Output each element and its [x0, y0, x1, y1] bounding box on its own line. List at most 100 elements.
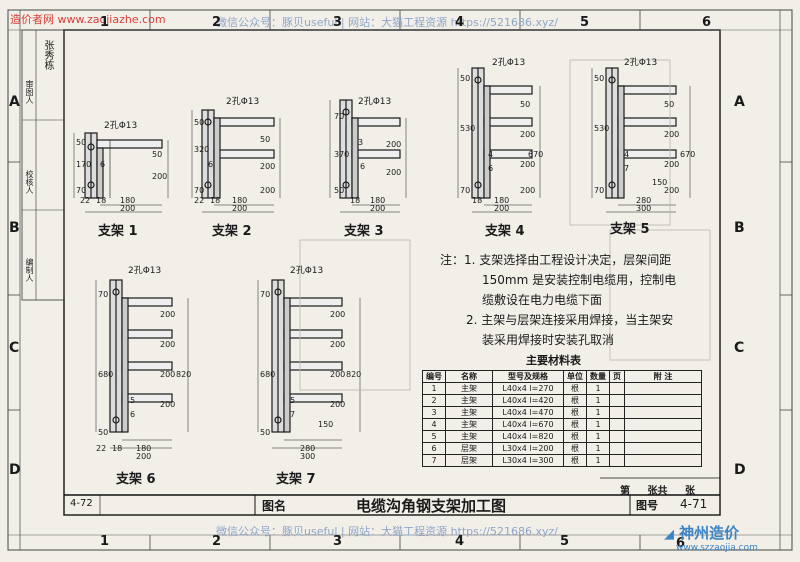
hole-label-4: 2孔Φ13 — [492, 58, 526, 68]
table-cell: L40x4 l=670 — [492, 418, 564, 431]
dimension-label: 200 — [160, 370, 176, 379]
grid-number-4-bottom: 4 — [455, 534, 465, 549]
dimension-label: 200 — [136, 452, 152, 461]
grid-number-5: 5 — [580, 15, 590, 30]
drawing-title: 电缆沟角钢支架加工图 — [356, 497, 507, 515]
dimension-label: 820 — [346, 370, 362, 379]
grid-letter-a-right: A — [734, 94, 745, 110]
dimension-label: 150 — [652, 178, 668, 187]
drawing-number: 4-71 — [680, 497, 708, 511]
dimension-label: 670 — [528, 150, 544, 159]
dimension-label: 200 — [232, 204, 248, 213]
table-cell — [609, 394, 625, 407]
dimension-label: 200 — [160, 310, 176, 319]
table-cell: 1 — [586, 430, 610, 443]
dimension-label: 6 — [100, 160, 106, 169]
bracket-3-drawing — [329, 99, 407, 213]
bracket-2-label: 支架 2 — [212, 224, 252, 239]
table-cell — [609, 418, 625, 431]
table-cell: 5 — [422, 430, 446, 443]
watermark-top-left[interactable]: 造价者网 www.zaojiazhe.com — [10, 13, 166, 26]
dimension-label: 670 — [680, 150, 696, 159]
bracket-5-drawing — [591, 67, 691, 213]
table-cell: 4 — [422, 418, 446, 431]
dimension-label: 18 — [112, 444, 123, 453]
dimension-label: 50 — [260, 135, 271, 144]
note-line-3: 缆敷设在电力电缆下面 — [482, 293, 603, 307]
number-label: 图号 — [636, 499, 658, 512]
th-unit: 单位 — [563, 370, 587, 383]
grid-number-3: 3 — [333, 15, 343, 30]
dimension-label: 3 — [358, 138, 364, 147]
dimension-label: 6 — [130, 410, 136, 419]
dimension-label: 18 — [96, 196, 107, 205]
table-cell — [624, 430, 702, 443]
dimension-label: 280 — [636, 196, 652, 205]
dimension-label: 150 — [318, 420, 334, 429]
table-cell: L40x4 l=470 — [492, 406, 564, 419]
table-cell — [609, 406, 625, 419]
hole-label-2: 2孔Φ13 — [226, 97, 260, 107]
dimension-label: 200 — [160, 340, 176, 349]
table-cell: 6 — [422, 442, 446, 455]
dimension-label: 200 — [330, 370, 346, 379]
dimension-label: 200 — [330, 340, 346, 349]
dimension-label: 50 — [260, 428, 271, 437]
dimension-label: 200 — [520, 130, 536, 139]
table-cell: 根 — [563, 394, 587, 407]
table-cell: 根 — [563, 382, 587, 395]
bracket-6-drawing — [95, 279, 189, 449]
side-signature: 张秀栋 — [42, 40, 53, 70]
table-cell: L40x4 l=820 — [492, 430, 564, 443]
grid-number-1: 1 — [100, 15, 110, 30]
note-line-2: 150mm 是安装控制电缆用，控制电 — [482, 273, 677, 287]
table-cell: 根 — [563, 406, 587, 419]
grid-letter-c-right: C — [734, 340, 745, 356]
dimension-label: 370 — [334, 150, 350, 159]
dimension-label: 200 — [520, 160, 536, 169]
bracket-4-label: 支架 4 — [485, 224, 525, 239]
th-page: 页 — [609, 370, 625, 383]
dimension-label: 70 — [194, 186, 205, 195]
dimension-label: 200 — [386, 140, 402, 149]
table-cell: 1 — [586, 442, 610, 455]
dimension-label: 70 — [334, 112, 345, 121]
brand-logo[interactable]: ◢ 神州造价 www.szzaojia.com — [664, 522, 758, 553]
dimension-label: 180 — [494, 196, 510, 205]
table-cell — [624, 442, 702, 455]
table-cell: 主架 — [445, 418, 493, 431]
dimension-label: 4 — [624, 150, 630, 159]
grid-letter-d-left: D — [9, 462, 21, 478]
notes-block: 注：1. 支架选择由工程设计决定，层架间距 150mm 是安装控制电缆用，控制电… — [440, 250, 676, 350]
dimension-label: 5 — [290, 396, 296, 405]
table-cell: 根 — [563, 418, 587, 431]
dimension-label: 50 — [194, 118, 205, 127]
bracket-7-drawing — [257, 279, 361, 449]
dimension-label: 7 — [624, 164, 630, 173]
table-cell: 1 — [586, 454, 610, 467]
dimension-label: 170 — [76, 160, 92, 169]
dimension-label: 22 — [96, 444, 107, 453]
grid-number-2: 2 — [212, 15, 222, 30]
table-cell: 层架 — [445, 454, 493, 467]
table-cell: 1 — [586, 394, 610, 407]
table-cell: 7 — [422, 454, 446, 467]
grid-letter-b-right: B — [734, 220, 745, 236]
dimension-label: 70 — [260, 290, 271, 299]
dimension-label: 200 — [152, 172, 168, 181]
dimension-label: 50 — [520, 100, 531, 109]
table-cell: L30x4 l=200 — [492, 442, 564, 455]
dimension-label: 50 — [334, 186, 345, 195]
hole-label-3: 2孔Φ13 — [358, 97, 392, 107]
dimension-label: 200 — [370, 204, 386, 213]
table-cell: 根 — [563, 430, 587, 443]
watermark-top-center: 微信公众号：豚贝useful | 网站：大猫工程资源 https://52168… — [216, 16, 558, 29]
dimension-label: 530 — [460, 124, 476, 133]
dimension-label: 180 — [232, 196, 248, 205]
note-line-4: 2. 主架与层架连接采用焊接，当主架安 — [466, 313, 674, 327]
